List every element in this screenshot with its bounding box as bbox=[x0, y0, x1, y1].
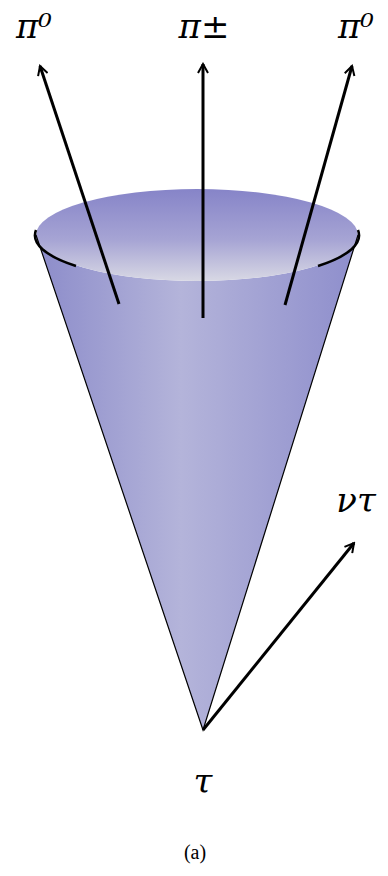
cone-body bbox=[36, 235, 358, 730]
cone-outline bbox=[36, 235, 358, 730]
particle-label: ντ bbox=[336, 483, 375, 517]
particle-label: π± bbox=[179, 9, 230, 43]
particle-label: τ bbox=[194, 764, 213, 798]
pion-arrow bbox=[202, 64, 205, 318]
particle-label: π⁰ bbox=[16, 9, 52, 43]
pion-arrow bbox=[285, 66, 352, 305]
neutrino-arrow bbox=[203, 543, 354, 730]
particle-label: π⁰ bbox=[338, 9, 374, 43]
subfigure-caption: (a) bbox=[184, 842, 206, 862]
pion-arrow bbox=[40, 66, 119, 304]
cap-rim bbox=[35, 230, 76, 266]
cap-rim bbox=[318, 230, 359, 266]
